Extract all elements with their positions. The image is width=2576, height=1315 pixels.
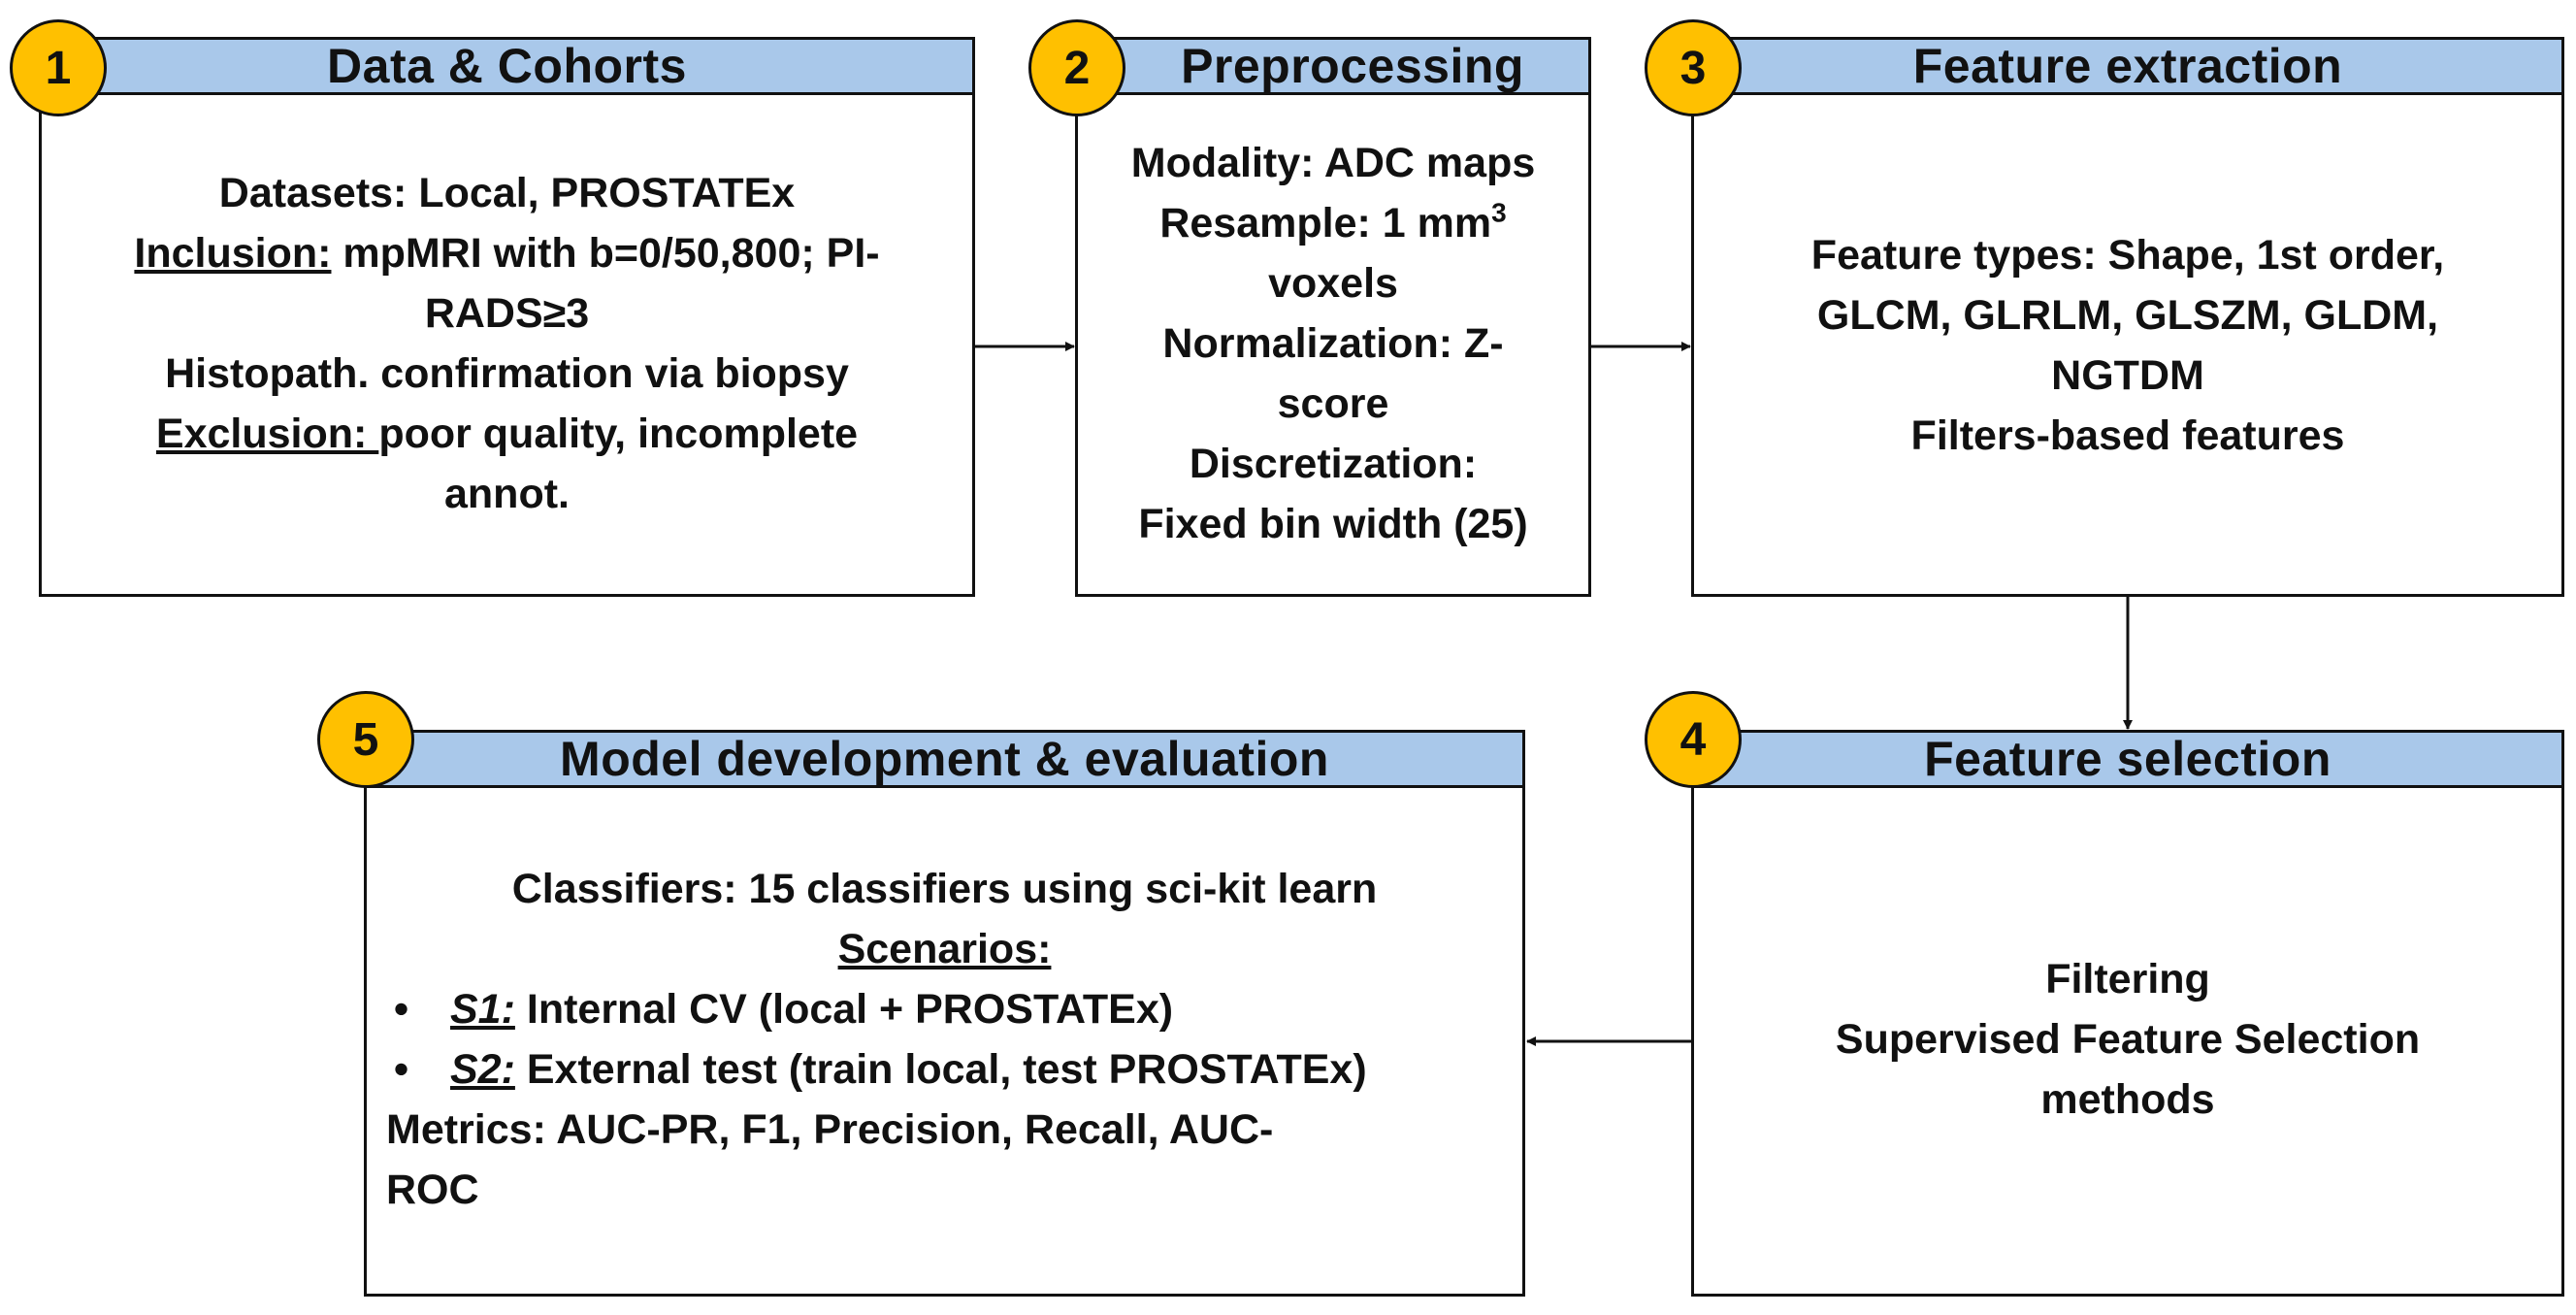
- scenarios-label: Scenarios:: [837, 926, 1052, 972]
- step-3-header: Feature extraction: [1691, 37, 2564, 95]
- step-2-discretization: Discretization:: [1189, 441, 1478, 487]
- inclusion-label: Inclusion:: [134, 230, 332, 277]
- step-2-badge: 2: [1028, 19, 1125, 116]
- step-4-supervised: Supervised Feature Selection: [1835, 1016, 2421, 1063]
- step-3-badge: 3: [1645, 19, 1742, 116]
- step-5-scenarios: Scenarios:: [364, 919, 1525, 979]
- step-2-box: [1075, 92, 1591, 597]
- step-5-classifiers-line: Classifiers: 15 classifiers using sci-ki…: [511, 866, 1378, 912]
- step-3-filters: Filters-based features: [1910, 412, 2345, 459]
- step-2-normalization: Normalization: Z-: [1162, 320, 1504, 367]
- step-2-title: Preprocessing: [1181, 39, 1524, 93]
- resample-superscript: 3: [1491, 197, 1507, 228]
- s2-label: S2:: [450, 1046, 515, 1093]
- step-1-exclusion-cont: annot.: [444, 471, 570, 517]
- step-3-ngtdm: NGTDM: [2051, 352, 2204, 399]
- step-4-title: Feature selection: [1924, 732, 2331, 786]
- step-5-box: [364, 784, 1525, 1297]
- step-4-header: Feature selection: [1691, 730, 2564, 788]
- step-4-filtering: Filtering: [2045, 956, 2210, 1003]
- step-1-inclusion-cont: RADS≥3: [424, 290, 590, 337]
- step-5-classifiers: Classifiers: 15 classifiers using sci-ki…: [364, 859, 1525, 979]
- step-4-content: Filtering Supervised Feature Selection m…: [1691, 949, 2564, 1130]
- step-1-exclusion: Exclusion: poor quality, incomplete: [39, 404, 975, 464]
- step-1-inclusion: Inclusion: mpMRI with b=0/50,800; PI-: [39, 223, 975, 283]
- bullet: •: [394, 986, 409, 1033]
- step-2-bin-width: Fixed bin width (25): [1138, 501, 1528, 547]
- step-2-voxels: voxels: [1268, 260, 1398, 307]
- step-3-content: Feature types: Shape, 1st order, GLCM, G…: [1691, 225, 2564, 466]
- step-1-title: Data & Cohorts: [327, 39, 687, 93]
- step-3-number: 3: [1679, 42, 1707, 94]
- step-3-feature-families: GLCM, GLRLM, GLSZM, GLDM,: [1816, 292, 2439, 339]
- step-4-number: 4: [1679, 713, 1707, 766]
- bullet: •: [394, 1046, 409, 1093]
- step-5-scenario-2: • S2: External test (train local, test PR…: [386, 1039, 1512, 1100]
- step-2-content: Modality: ADC maps Resample: 1 mm3 voxel…: [1075, 133, 1591, 554]
- s1-label: S1:: [450, 986, 515, 1033]
- step-1-badge: 1: [10, 19, 107, 116]
- step-5-badge: 5: [317, 691, 414, 788]
- step-5-metrics: Metrics: AUC-PR, F1, Precision, Recall, …: [386, 1106, 1274, 1153]
- step-3-feature-types: Feature types: Shape, 1st order,: [1810, 232, 2445, 279]
- step-5-metrics-cont: ROC: [386, 1167, 479, 1213]
- s2-text: External test (train local, test PROSTAT…: [514, 1046, 1367, 1093]
- step-5-number: 5: [352, 713, 379, 766]
- resample-text: Resample: 1 mm: [1159, 200, 1492, 247]
- step-5-details: • S1: Internal CV (local + PROSTATEx) • S2…: [386, 979, 1512, 1220]
- exclusion-text: poor quality, incomplete: [378, 411, 859, 457]
- step-1-header: Data & Cohorts: [39, 37, 975, 95]
- step-2-resample: Resample: 1 mm3: [1075, 193, 1591, 253]
- step-2-modality: Modality: ADC maps: [1130, 140, 1536, 186]
- step-1-histopath: Histopath. confirmation via biopsy: [165, 350, 849, 397]
- step-4-badge: 4: [1645, 691, 1742, 788]
- step-1-number: 1: [45, 42, 72, 94]
- exclusion-label: Exclusion:: [155, 411, 379, 457]
- step-5-header: Model development & evaluation: [364, 730, 1525, 788]
- s1-text: Internal CV (local + PROSTATEx): [514, 986, 1174, 1033]
- step-5-scenario-1: • S1: Internal CV (local + PROSTATEx): [386, 979, 1512, 1039]
- step-4-box: [1691, 784, 2564, 1297]
- step-1-box: [39, 92, 975, 597]
- step-2-number: 2: [1063, 42, 1091, 94]
- step-1-datasets: Datasets: Local, PROSTATEx: [218, 170, 796, 216]
- step-3-box: [1691, 92, 2564, 597]
- step-2-score: score: [1277, 380, 1389, 427]
- step-2-header: Preprocessing: [1075, 37, 1591, 95]
- step-5-title: Model development & evaluation: [560, 732, 1329, 786]
- step-1-content: Datasets: Local, PROSTATEx Inclusion: mp…: [39, 163, 975, 524]
- step-4-methods: methods: [2040, 1076, 2215, 1123]
- step-3-title: Feature extraction: [1912, 39, 2343, 93]
- inclusion-text: mpMRI with b=0/50,800; PI-: [331, 230, 880, 277]
